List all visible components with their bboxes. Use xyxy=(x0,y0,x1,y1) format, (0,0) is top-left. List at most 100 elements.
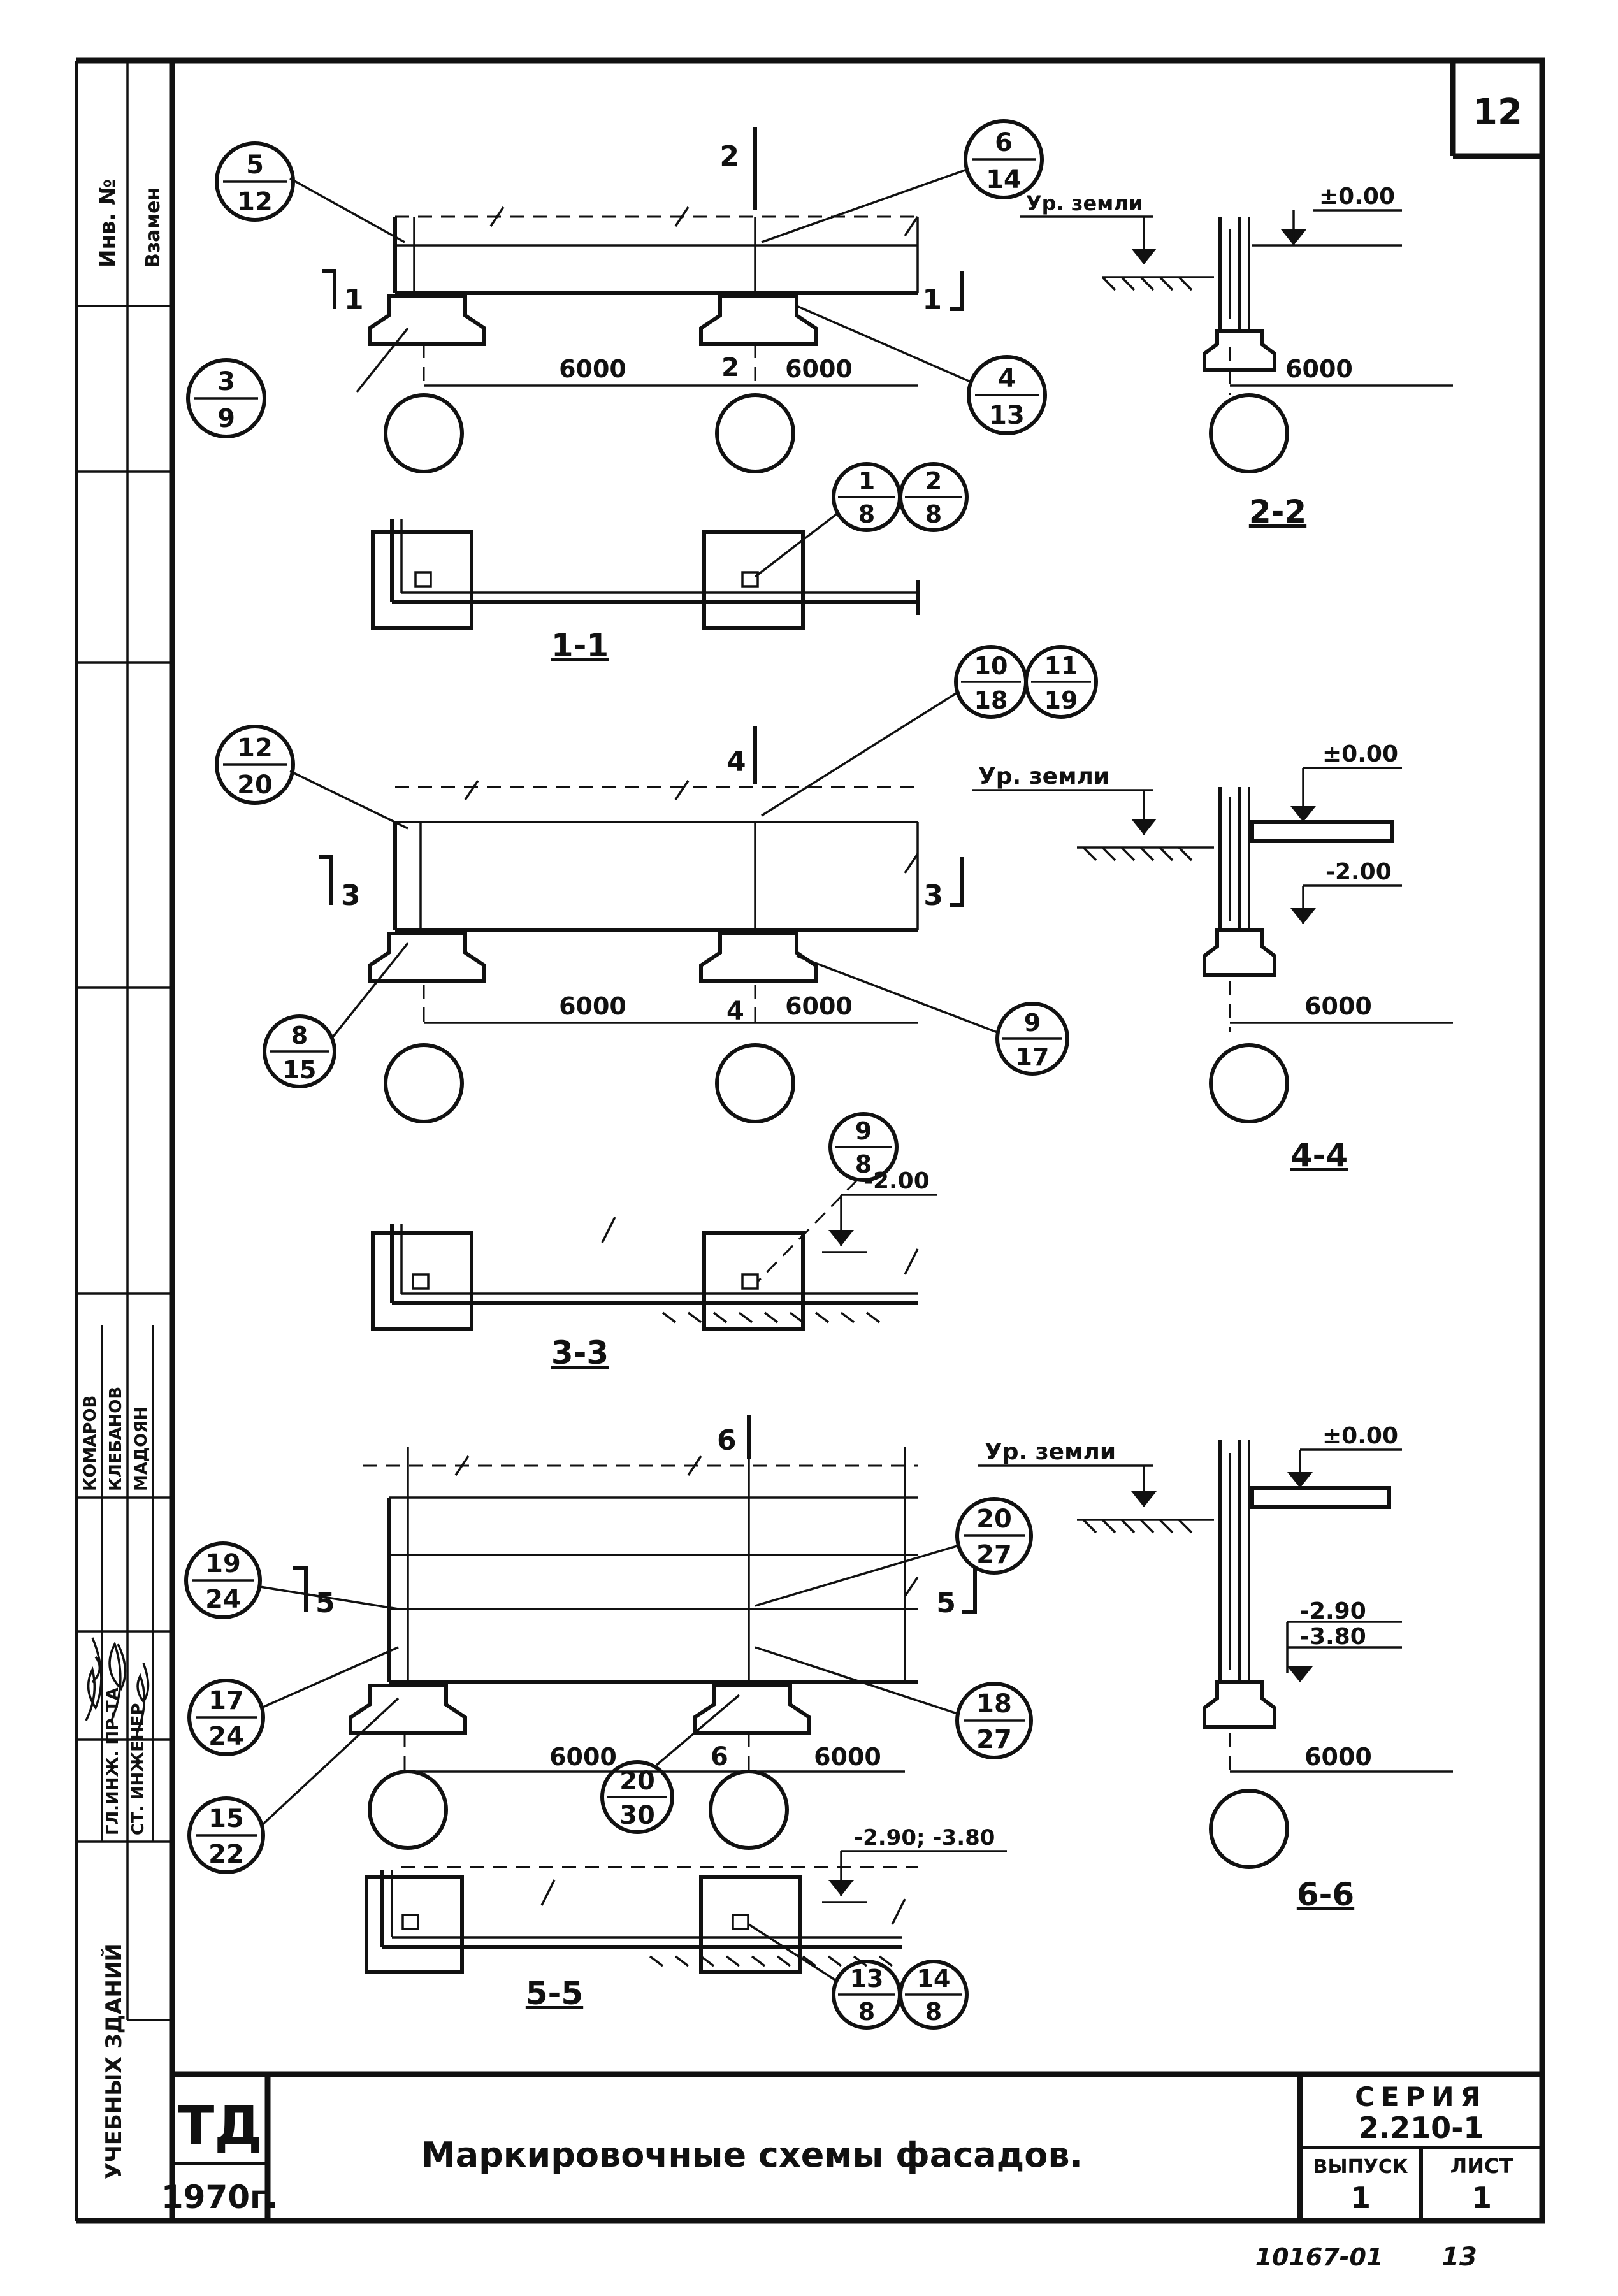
section-2-2: Ур. земли ±0.00 6000 2-2 xyxy=(1020,184,1453,530)
section-label-3-3: 3-3 xyxy=(551,1334,609,1371)
callout-number: 9 xyxy=(217,404,235,433)
callout-number: 8 xyxy=(291,1022,308,1050)
cut-mark-6-bottom: 6 xyxy=(711,1742,728,1772)
callout-number: 9 xyxy=(855,1117,872,1145)
callout-number: 22 xyxy=(208,1840,244,1869)
callout-8-15: 8 15 xyxy=(263,942,409,1088)
callout-number: 17 xyxy=(1016,1043,1050,1071)
dim-span-2: 6000 xyxy=(1285,355,1353,383)
callout-9-8: 9 8 xyxy=(757,1112,899,1282)
callout-20-30: 20 30 xyxy=(600,1694,740,1834)
level-m290-m380-plan: -2.90; -3.80 xyxy=(854,1825,995,1851)
sheet-frame xyxy=(75,57,1545,2224)
callout-number: 18 xyxy=(976,1689,1012,1719)
cut-mark-2-bottom: 2 xyxy=(721,353,739,382)
cut-mark-5-right: 5 xyxy=(936,1587,956,1619)
dim-span-1b: 6000 xyxy=(785,355,853,383)
section-4-4: ±0.00 -2.00 Ур. земли 6000 4-4 xyxy=(972,741,1453,1174)
callout-number: 20 xyxy=(976,1505,1012,1534)
callout-3-9: 3 9 xyxy=(186,327,409,438)
signature-2 xyxy=(108,1641,127,1721)
issue-label: ВЫПУСК xyxy=(1313,2156,1408,2178)
signature-1 xyxy=(85,1637,103,1721)
level-m200-section: -2.00 xyxy=(1325,859,1392,885)
callout-number: 8 xyxy=(855,1150,872,1178)
name-madoyan: МАДОЯН xyxy=(132,1406,151,1491)
ground-level-label-3: Ур. земли xyxy=(985,1439,1116,1465)
inventory-label: Инв. № xyxy=(95,179,120,268)
level-m200-plan: -2.00 xyxy=(863,1168,930,1194)
callout-15-22: 15 22 xyxy=(187,1697,400,1874)
section-label-5-5: 5-5 xyxy=(526,1975,583,2012)
callout-number: 12 xyxy=(237,733,273,763)
callout-number: 1 xyxy=(858,467,875,495)
dim-span-5b: 6000 xyxy=(814,1743,881,1771)
sheet-label: ЛИСТ xyxy=(1450,2154,1513,2178)
callout-2-8: 2 8 xyxy=(899,462,969,532)
callout-5-12: 5 12 xyxy=(215,141,405,243)
callouts-row-2: 12 20 10 18 11 19 8 15 9 17 xyxy=(215,645,1098,1282)
title-block: ТД 1970г. Маркировочные схемы фасадов. С… xyxy=(161,2071,1542,2221)
cut-mark-1-right: 1 xyxy=(922,284,942,316)
callout-number: 8 xyxy=(925,500,942,528)
plan-3-3: -2.00 3-3 xyxy=(371,1168,937,1371)
callout-number: 13 xyxy=(989,401,1025,430)
dim-span-1a: 6000 xyxy=(559,355,626,383)
callout-number: 19 xyxy=(205,1549,241,1578)
series-label: СЕРИЯ xyxy=(1355,2081,1487,2112)
level-m380-section: -3.80 xyxy=(1300,1624,1366,1650)
callout-number: 15 xyxy=(208,1804,244,1833)
callout-13-8: 13 8 xyxy=(748,1923,902,2030)
cut-mark-1-left: 1 xyxy=(344,284,364,316)
callout-17-24: 17 24 xyxy=(187,1646,399,1756)
archive-number: 10167-01 xyxy=(1255,2243,1383,2271)
callout-11-19: 11 19 xyxy=(1024,645,1098,719)
cut-mark-3-left: 3 xyxy=(341,879,361,912)
callout-number: 24 xyxy=(208,1722,244,1751)
callout-number: 11 xyxy=(1044,652,1078,680)
plan-1-1: 1-1 xyxy=(371,519,920,664)
callout-number: 19 xyxy=(1044,686,1078,714)
page-number: 13 xyxy=(1441,2242,1477,2272)
callout-number: 4 xyxy=(998,364,1016,393)
callout-number: 6 xyxy=(995,128,1013,157)
facade-3: 6000 6000 5 5 6 6 xyxy=(293,1415,977,1850)
callout-number: 13 xyxy=(850,1965,884,1993)
callout-number: 27 xyxy=(976,1725,1012,1754)
callout-number: 17 xyxy=(208,1686,244,1715)
callout-20-27: 20 27 xyxy=(755,1497,1033,1607)
cut-mark-3-right: 3 xyxy=(923,879,943,912)
callout-number: 20 xyxy=(619,1766,655,1796)
name-komarov: КОМАРОВ xyxy=(81,1396,100,1491)
cut-mark-4-top: 4 xyxy=(726,746,746,778)
callout-number: 12 xyxy=(237,187,273,217)
callout-number: 27 xyxy=(976,1540,1012,1570)
dim-span-6: 6000 xyxy=(1304,1743,1372,1771)
level-zero-1: ±0.00 xyxy=(1319,184,1395,210)
cut-mark-2-top: 2 xyxy=(719,140,739,173)
section-label-4-4: 4-4 xyxy=(1290,1137,1348,1174)
dim-span-3a: 6000 xyxy=(559,992,626,1020)
callout-number: 30 xyxy=(619,1801,655,1830)
sheet-number-box: 12 xyxy=(1450,61,1542,159)
section-label-6-6: 6-6 xyxy=(1297,1876,1354,1913)
dim-span-5a: 6000 xyxy=(549,1743,617,1771)
callout-12-20: 12 20 xyxy=(215,725,408,830)
sheet-value: 1 xyxy=(1471,2181,1492,2215)
callout-number: 14 xyxy=(917,1965,951,1993)
callout-6-14: 6 14 xyxy=(761,119,1044,243)
cut-mark-5-left: 5 xyxy=(315,1587,335,1619)
section-label-1-1: 1-1 xyxy=(551,627,609,664)
role-chief-engineer: ГЛ.ИНЖ. ПР-ТА xyxy=(103,1687,122,1835)
callout-9-17: 9 17 xyxy=(796,955,1069,1076)
year-label: 1970г. xyxy=(161,2179,278,2216)
callout-number: 5 xyxy=(246,150,264,180)
callout-number: 14 xyxy=(986,165,1022,194)
sheet-number: 12 xyxy=(1473,92,1522,133)
replaces-label: Взамен xyxy=(142,187,164,268)
callout-number: 24 xyxy=(205,1585,241,1614)
org-letters: ТД xyxy=(178,2095,262,2157)
callout-4-13: 4 13 xyxy=(796,305,1047,435)
callout-number: 8 xyxy=(858,500,875,528)
